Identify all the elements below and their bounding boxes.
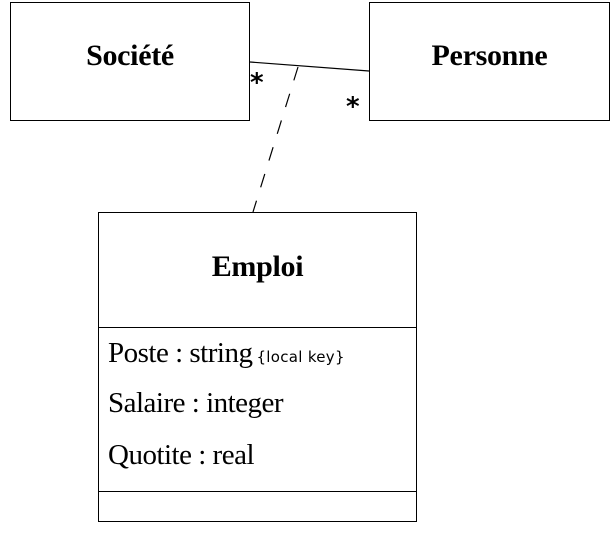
attribute-salaire: Salaire : integer — [108, 387, 284, 420]
association-line — [249, 61, 370, 72]
attributes-operations-divider — [99, 491, 416, 492]
class-societe[interactable]: Société — [10, 2, 250, 121]
attribute-poste: Poste : string{local key} — [108, 337, 345, 370]
class-name-societe: Société — [86, 39, 174, 72]
multiplicity-personne: * — [346, 92, 360, 122]
attribute-poste-text: Poste : string — [108, 337, 253, 369]
class-name-personne: Personne — [431, 39, 548, 72]
attribute-poste-constraint: {local key} — [256, 348, 345, 366]
attribute-quotite: Quotite : real — [108, 439, 255, 472]
class-personne[interactable]: Personne — [369, 2, 610, 121]
attribute-salaire-text: Salaire : integer — [108, 387, 284, 419]
attribute-quotite-text: Quotite : real — [108, 439, 255, 471]
multiplicity-societe: * — [250, 68, 264, 98]
class-name-emploi: Emploi — [211, 250, 304, 283]
name-attributes-divider — [99, 327, 416, 328]
class-emploi[interactable]: Emploi Poste : string{local key} Salaire… — [98, 212, 417, 522]
